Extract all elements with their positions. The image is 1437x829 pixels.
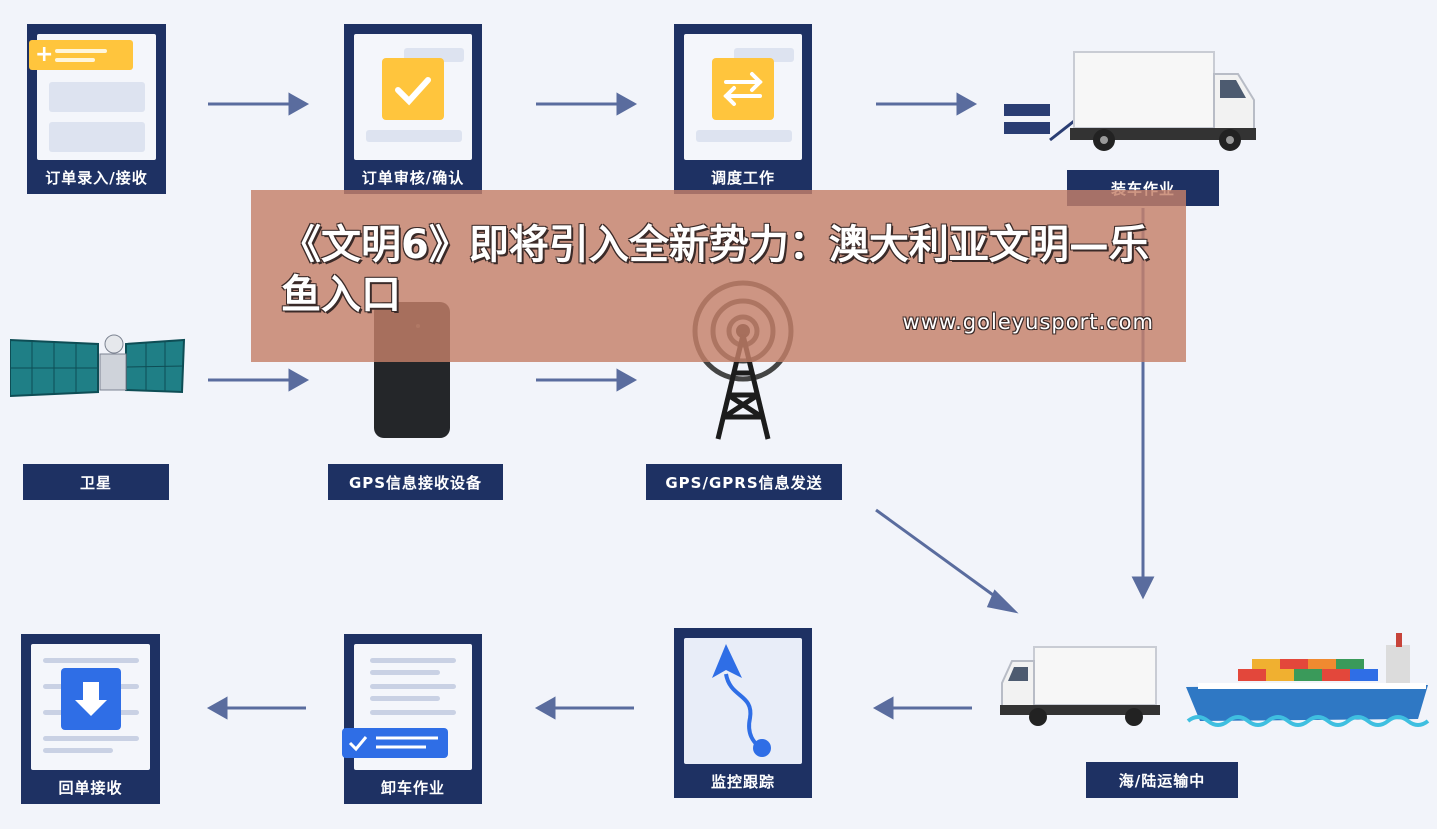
satellite-icon [10,334,186,398]
transport-truck [1000,646,1160,726]
cargo-ship [1186,633,1430,727]
arrow-device-to-tower [536,368,638,392]
dispatch-label: 调度工作 [710,168,775,187]
gps-device-label: GPS信息接收设备 [328,464,503,500]
arrow-entry-to-review [208,92,310,116]
arrow-dispatch-to-loading [876,92,978,116]
route-pin-icon [712,644,771,757]
node-unloading: 卸车作业 [342,634,482,804]
order-review-label: 订单审核/确认 [361,168,465,187]
plus-icon: + [29,40,133,70]
download-arrow-icon [61,668,121,730]
article-banner: 《文明6》即将引入全新势力：澳大利亚文明—乐鱼入口 www.goleyuspor… [251,190,1186,362]
arrow-satellite-to-device [208,368,310,392]
check-list-icon [342,728,448,758]
check-icon [382,58,444,120]
truck-icon [1004,51,1256,151]
node-monitor: 监控跟踪 [674,628,812,798]
node-dispatch: 调度工作 [674,24,812,194]
node-receipt: 回单接收 [21,634,160,804]
arrow-unloading-to-receipt [206,696,306,720]
transport-label: 海/陆运输中 [1086,762,1238,798]
arrow-tower-to-transport [875,508,1019,614]
monitor-label: 监控跟踪 [710,772,775,791]
ship-icon [1000,633,1430,727]
gprs-send-label: GPS/GPRS信息发送 [646,464,842,500]
receipt-label: 回单接收 [58,778,123,797]
banner-title: 《文明6》即将引入全新势力：澳大利亚文明—乐鱼入口 [281,222,1149,318]
arrow-transport-to-monitor [872,696,972,720]
arrow-monitor-to-unloading [534,696,634,720]
node-order-entry: + 订单录入/接收 [27,24,166,194]
arrow-review-to-dispatch [536,92,638,116]
node-order-review: 订单审核/确认 [344,24,482,194]
swap-arrows-icon [712,58,774,120]
unloading-label: 卸车作业 [380,778,445,797]
banner-url[interactable]: www.goleyusport.com [902,310,1154,334]
satellite-label: 卫星 [23,464,169,500]
order-entry-label: 订单录入/接收 [45,168,148,187]
